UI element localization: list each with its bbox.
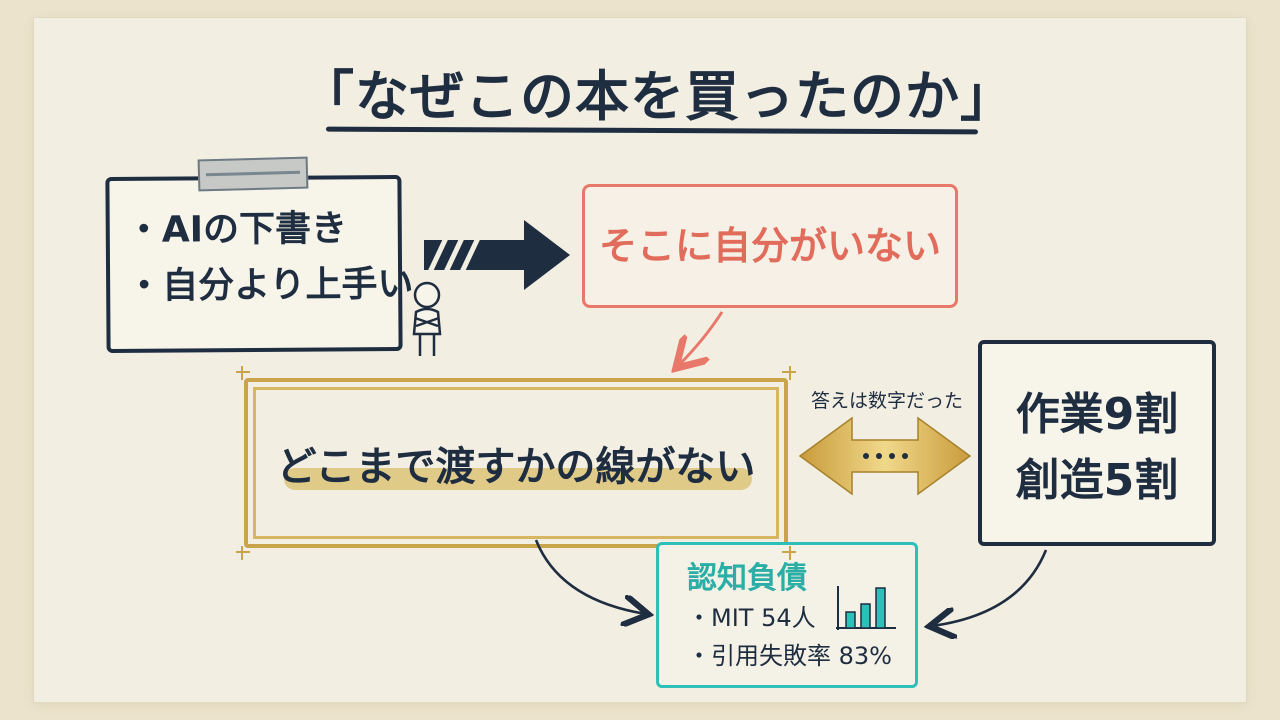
cognitive-debt-box: 認知負債 ・MIT 54人 ・引用失敗率 83%	[656, 542, 918, 688]
arrow-caption: 答えは数字だった	[810, 390, 963, 412]
cognitive-debt-line-1: ・MIT 54人	[687, 604, 816, 632]
highlight-stroke	[284, 468, 752, 490]
ratio-line-2: 創造5割	[1015, 455, 1179, 506]
cognitive-debt-line-2: ・引用失敗率 83%	[687, 642, 892, 670]
ratio-line-1: 作業9割	[1015, 389, 1179, 440]
ai-draft-line-1: ・AIの下書き	[125, 208, 348, 251]
ai-draft-box: ・AIの下書き ・自分より上手い	[105, 174, 414, 354]
cognitive-debt-heading: 認知負債	[687, 561, 807, 596]
no-boundary-box: どこまで渡すかの線がない	[244, 378, 788, 548]
page-title: 「なぜこの本を買ったのか」	[300, 65, 1015, 128]
tape-decoration	[197, 156, 309, 192]
ratio-box: 作業9割 創造5割	[978, 340, 1216, 546]
no-boundary-text: どこまで渡すかの線がない	[276, 444, 756, 490]
ai-draft-line-2: ・自分より上手い	[126, 263, 414, 307]
not-me-box: そこに自分がいない	[582, 184, 958, 308]
